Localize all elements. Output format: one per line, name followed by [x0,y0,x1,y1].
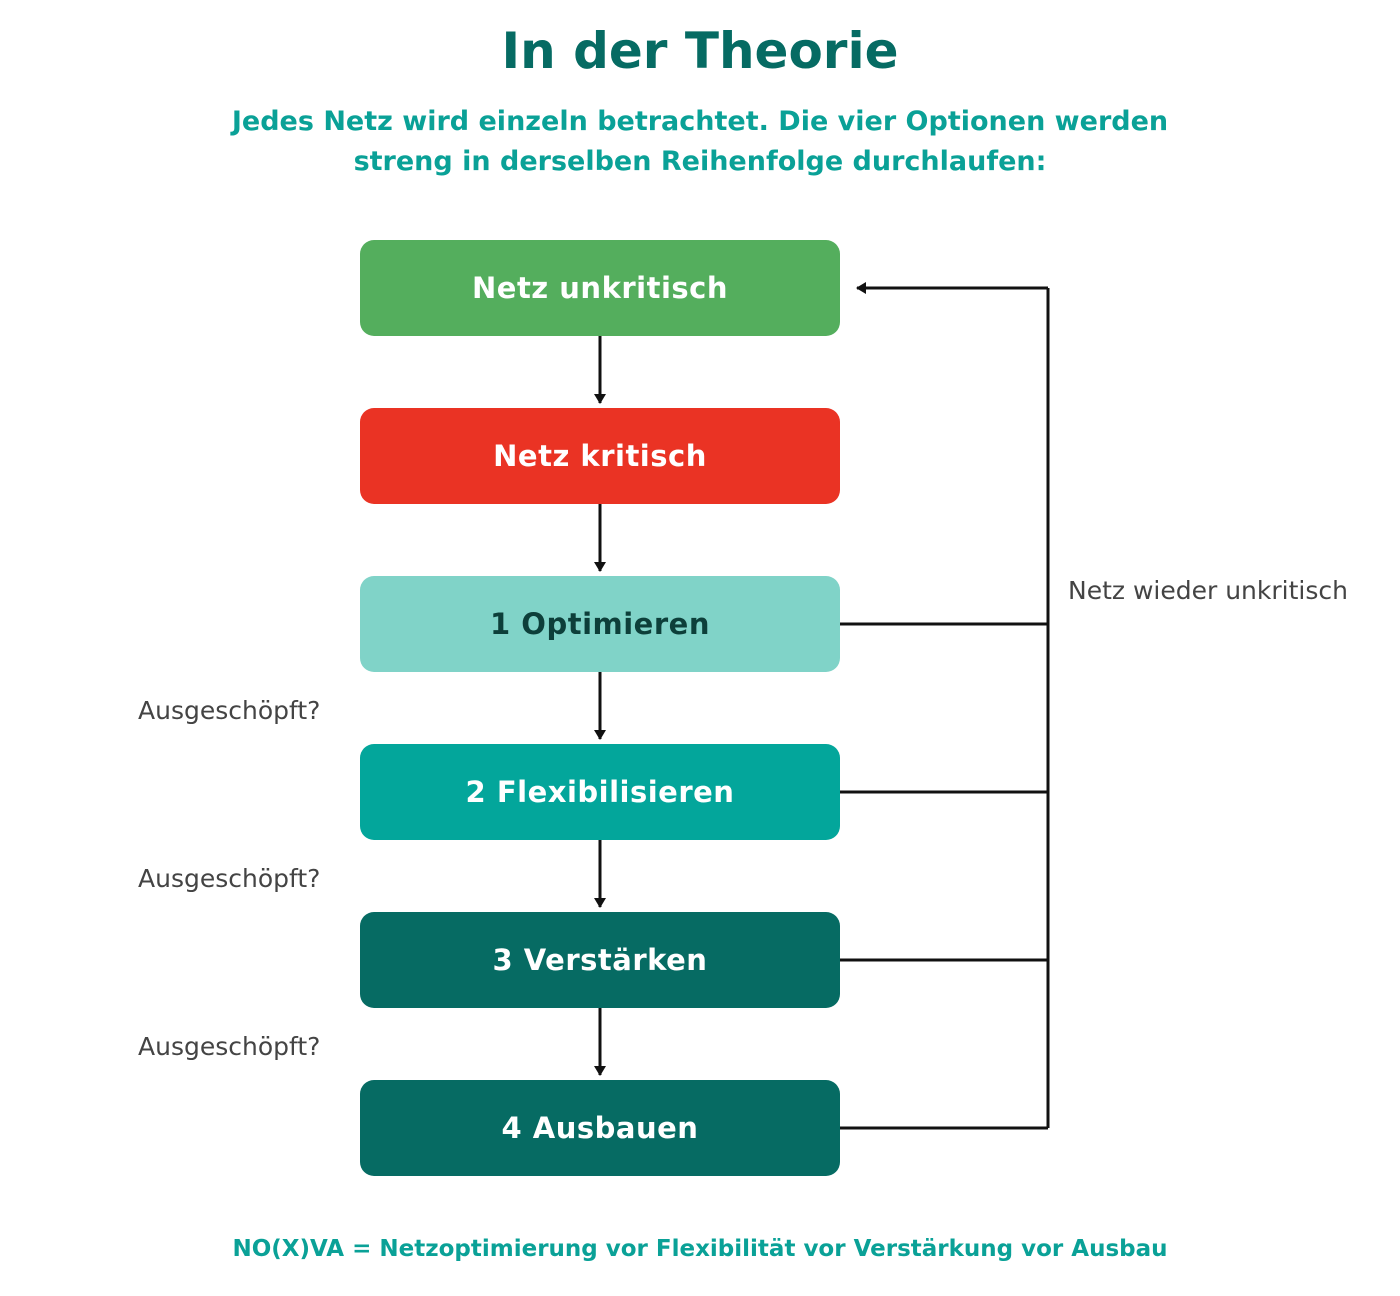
step-ausbauen: 4 Ausbauen [360,1080,840,1176]
step-label: Netz kritisch [493,439,707,473]
step-flexibilisieren: 2 Flexibilisieren [360,744,840,840]
step-verstaerken: 3 Verstärken [360,912,840,1008]
step-label: Netz unkritisch [472,271,728,305]
footer-definition: NO(X)VA = Netzoptimierung vor Flexibilit… [232,1236,1168,1262]
page-title: In der Theorie [501,22,899,80]
feedback-label: Netz wieder unkritisch [1068,576,1348,605]
step-label: 1 Optimieren [490,607,710,641]
step-label: 4 Ausbauen [501,1111,699,1145]
step-netz-unkritisch: Netz unkritisch [360,240,840,336]
step-optimieren: 1 Optimieren [360,576,840,672]
step-netz-kritisch: Netz kritisch [360,408,840,504]
subtitle-line-2: streng in derselben Reihenfolge durchlau… [353,146,1047,177]
decision-label-2: Ausgeschöpft? [138,864,321,893]
decision-label-1: Ausgeschöpft? [138,696,321,725]
step-label: 3 Verstärken [492,943,708,977]
subtitle: Jedes Netz wird einzeln betrachtet. Die … [150,102,1250,182]
step-label: 2 Flexibilisieren [465,775,735,809]
decision-label-3: Ausgeschöpft? [138,1032,321,1061]
subtitle-line-1: Jedes Netz wird einzeln betrachtet. Die … [231,106,1169,137]
